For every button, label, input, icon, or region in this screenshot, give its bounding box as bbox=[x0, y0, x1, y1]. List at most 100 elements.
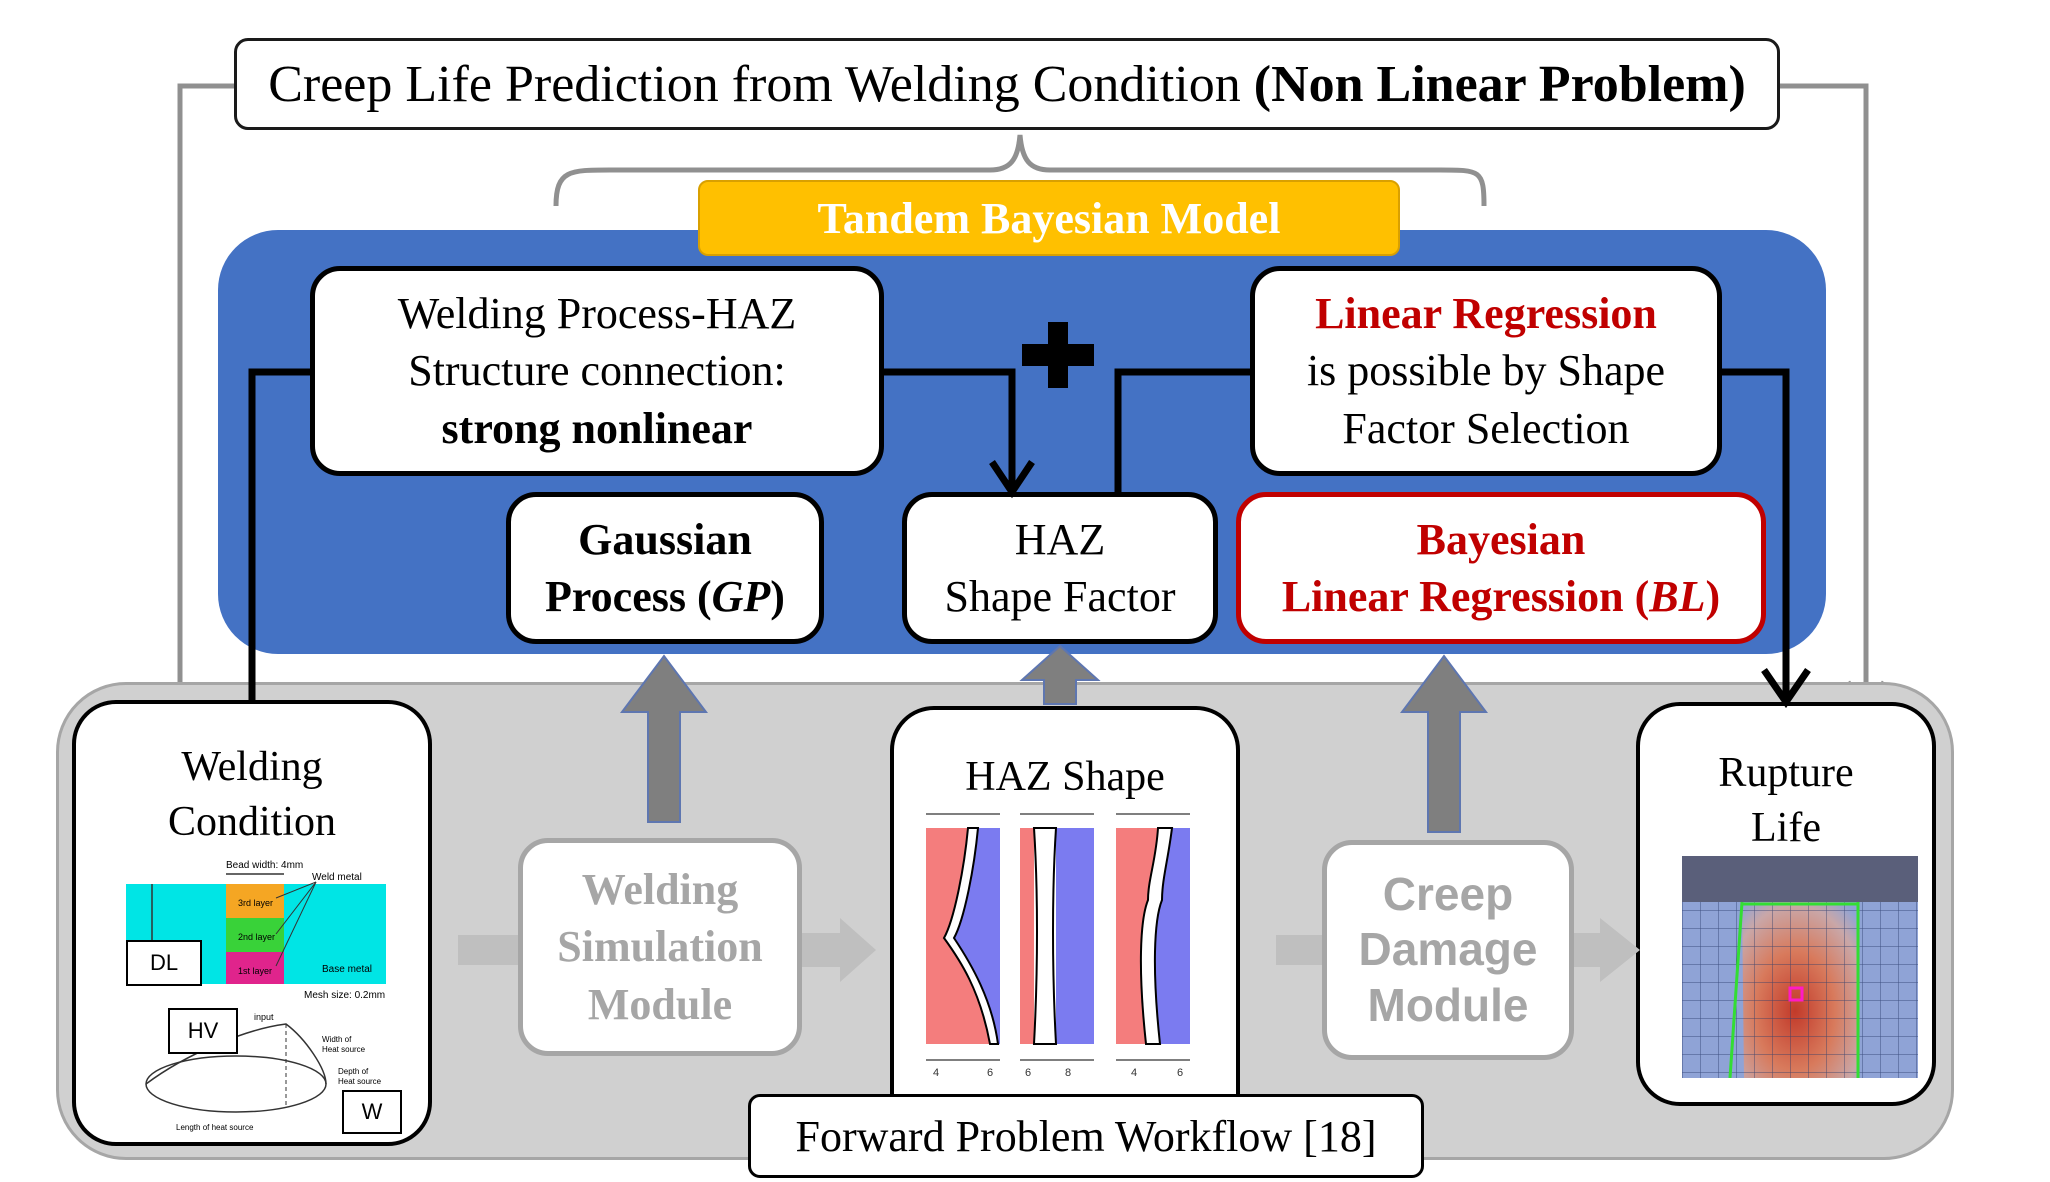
gp-symbol: GP bbox=[711, 572, 771, 621]
panel3-haz-band bbox=[1139, 827, 1174, 1045]
gp-line2-close: ) bbox=[770, 572, 785, 621]
panel3-red-region bbox=[1116, 828, 1158, 1044]
layer3-block bbox=[226, 884, 284, 918]
depth-heat-label: Depth of bbox=[338, 1067, 369, 1076]
rupture-line2: Life bbox=[1751, 804, 1821, 851]
page-title: Creep Life Prediction from Welding Condi… bbox=[234, 38, 1780, 130]
bl-line1: Bayesian bbox=[1416, 514, 1586, 564]
panel3-tick-right: 6 bbox=[1177, 1067, 1183, 1079]
panel2-tick-right: 8 bbox=[1065, 1067, 1071, 1079]
nonlinear-line1: Welding Process-HAZ bbox=[397, 289, 797, 339]
layer2-block bbox=[226, 918, 284, 952]
linear-line2: is possible by Shape bbox=[1306, 346, 1666, 396]
rupture-boundary-left bbox=[1728, 901, 1744, 1078]
rupture-life-title: Rupture Life bbox=[1640, 746, 1932, 855]
arrow-up-to-gp bbox=[620, 654, 708, 823]
bl-symbol: BL bbox=[1649, 572, 1706, 621]
tag-dl: DL bbox=[126, 940, 202, 986]
gp-line1: Gaussian bbox=[578, 514, 752, 564]
panel3-tick-left: 4 bbox=[1131, 1067, 1137, 1079]
plus-icon bbox=[1022, 322, 1094, 388]
welding-condition-card: Welding Condition Bead width: 4mm Weld m… bbox=[72, 700, 432, 1146]
connector-nonlinear-to-shape bbox=[884, 368, 1016, 490]
haz-shape-title: HAZ Shape bbox=[965, 754, 1165, 800]
arrowhead-to-shape-factor bbox=[989, 460, 1035, 499]
layer2-label: 2nd layer bbox=[238, 932, 275, 942]
welding-sim-line2: Simulation bbox=[557, 922, 763, 972]
heat-source-profile bbox=[145, 1023, 327, 1085]
shape-factor-line2: Shape Factor bbox=[944, 572, 1176, 621]
welding-condition-line2: Condition bbox=[167, 798, 337, 845]
input-label: input bbox=[254, 1012, 274, 1022]
tandem-model-label: Tandem Bayesian Model bbox=[698, 180, 1400, 256]
creep-line1: Creep bbox=[1382, 868, 1514, 921]
weld-metal-leader-3 bbox=[275, 881, 317, 967]
arrow-up-to-shape-factor bbox=[1019, 644, 1101, 705]
rupture-top-band bbox=[1682, 856, 1918, 902]
haz-shape-factor-box: HAZ Shape Factor bbox=[902, 492, 1218, 644]
rupture-mesh bbox=[1682, 902, 1918, 1078]
outer-left-connector bbox=[177, 83, 234, 700]
shape-factor-line1: HAZ bbox=[1014, 514, 1106, 564]
creep-line3: Module bbox=[1367, 978, 1529, 1031]
layer1-label: 1st layer bbox=[238, 966, 272, 976]
title-bold-text: (Non Linear Problem) bbox=[1253, 55, 1746, 113]
rupture-life-card: Rupture Life bbox=[1636, 702, 1936, 1106]
panel1-haz-band bbox=[942, 827, 1000, 1045]
gp-line2-text: Process ( bbox=[545, 572, 712, 621]
base-metal-label: Base metal bbox=[322, 964, 372, 975]
creep-line2: Damage bbox=[1358, 923, 1538, 976]
rupture-contour-map bbox=[1682, 856, 1918, 1078]
bayesian-linear-regression-box: Bayesian Linear Regression (BL) bbox=[1236, 492, 1766, 644]
gaussian-process-box: Gaussian Process (GP) bbox=[506, 492, 824, 644]
linear-line3: Factor Selection bbox=[1342, 403, 1630, 453]
linear-line1: Linear Regression bbox=[1315, 289, 1657, 339]
nonlinear-line2: Structure connection: bbox=[408, 346, 786, 396]
welding-condition-title: Welding Condition bbox=[76, 740, 428, 849]
up-arrows bbox=[620, 644, 1488, 833]
creep-damage-module: Creep Damage Module bbox=[1322, 840, 1574, 1060]
connector-linear-to-rupture bbox=[1722, 368, 1790, 698]
panel1-tick-left: 4 bbox=[933, 1067, 939, 1079]
length-heat-label: Length of heat source bbox=[176, 1123, 254, 1132]
arrowhead-to-rupture bbox=[1761, 668, 1811, 709]
linear-regression-box: Linear Regression is possible by Shape F… bbox=[1250, 266, 1722, 476]
depth-heat-label-2: Heat source bbox=[338, 1077, 382, 1086]
flow-arrows bbox=[458, 918, 1640, 982]
haz-panel-2 bbox=[1020, 813, 1094, 1061]
weld-geometry-sketch: Bead width: 4mm Weld metal 3rd layer 2nd… bbox=[126, 860, 386, 1132]
panel2-blue-region bbox=[1056, 828, 1094, 1044]
weld-metal-leader-2 bbox=[275, 881, 317, 935]
arrow-haz-to-creep bbox=[1276, 935, 1322, 965]
weld-metal-label: Weld metal bbox=[312, 872, 362, 883]
panel2-red-region bbox=[1020, 828, 1034, 1044]
panel2-haz-band bbox=[1032, 827, 1058, 1045]
haz-panel-1 bbox=[926, 813, 1000, 1061]
mesh-size-label: Mesh size: 0.2mm bbox=[304, 990, 385, 1001]
layer3-label: 3rd layer bbox=[238, 898, 273, 908]
haz-shape-card: HAZ Shape 4 6 6 8 bbox=[890, 706, 1240, 1140]
title-main-text: Creep Life Prediction from Welding Condi… bbox=[268, 55, 1254, 113]
welding-condition-line1: Welding bbox=[181, 744, 323, 790]
connector-welding-to-nonlinear bbox=[248, 368, 310, 700]
bl-line2-close: ) bbox=[1705, 572, 1721, 621]
panel2-tick-left: 6 bbox=[1025, 1067, 1031, 1079]
nonlinear-line3: strong nonlinear bbox=[441, 403, 753, 453]
forward-workflow-label: Forward Problem Workflow [18] bbox=[748, 1094, 1424, 1178]
weld-metal-leader-1 bbox=[275, 881, 317, 899]
rupture-line1: Rupture bbox=[1718, 750, 1854, 796]
outer-right-connector bbox=[1780, 83, 1869, 705]
arrow-sim-to-haz bbox=[802, 918, 876, 982]
haz-shape-plots: 4 6 6 8 4 6 bbox=[926, 813, 1190, 1079]
rupture-point-marker bbox=[1788, 986, 1804, 1002]
black-connectors bbox=[248, 368, 1790, 700]
width-heat-label-2: Heat source bbox=[322, 1045, 366, 1054]
arrow-condition-to-sim bbox=[458, 935, 518, 965]
bl-line2-text: Linear Regression ( bbox=[1281, 572, 1650, 621]
nonlinear-connection-box: Welding Process-HAZ Structure connection… bbox=[310, 266, 884, 476]
welding-sim-line3: Module bbox=[587, 979, 733, 1029]
welding-sim-line1: Welding bbox=[581, 865, 739, 915]
layer1-block bbox=[226, 952, 284, 984]
panel1-tick-right: 6 bbox=[987, 1067, 993, 1079]
